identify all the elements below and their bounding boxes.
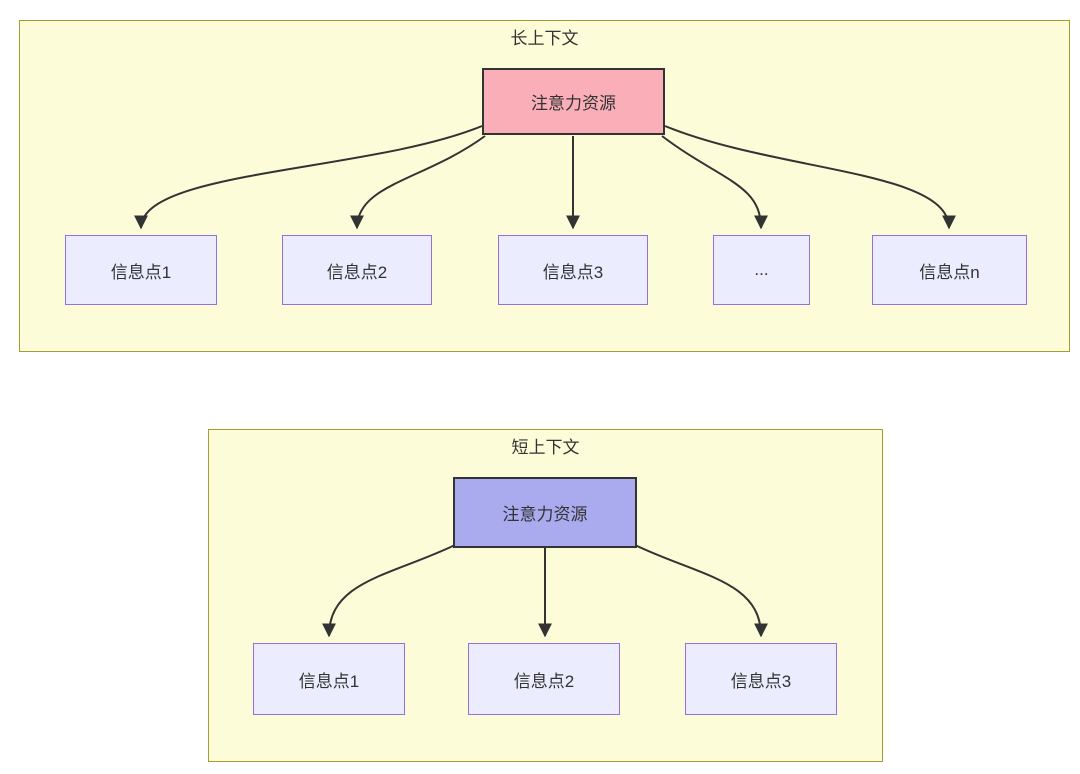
node-short-info-point-3: 信息点3 [685, 643, 837, 715]
node-long-info-point-3: 信息点3 [498, 235, 648, 305]
node-long-info-point-n: 信息点n [872, 235, 1027, 305]
node-short-info-point-2: 信息点2 [468, 643, 620, 715]
node-attention-resource-long: 注意力资源 [482, 68, 665, 135]
cluster-long-context-title: 长上下文 [510, 29, 579, 48]
node-long-info-point-2: 信息点2 [282, 235, 432, 305]
node-long-info-point-ellipsis: ... [713, 235, 810, 305]
node-attention-resource-short: 注意力资源 [453, 477, 637, 548]
cluster-short-context-title: 短上下文 [511, 438, 580, 457]
node-long-info-point-1: 信息点1 [65, 235, 217, 305]
node-short-info-point-1: 信息点1 [253, 643, 405, 715]
